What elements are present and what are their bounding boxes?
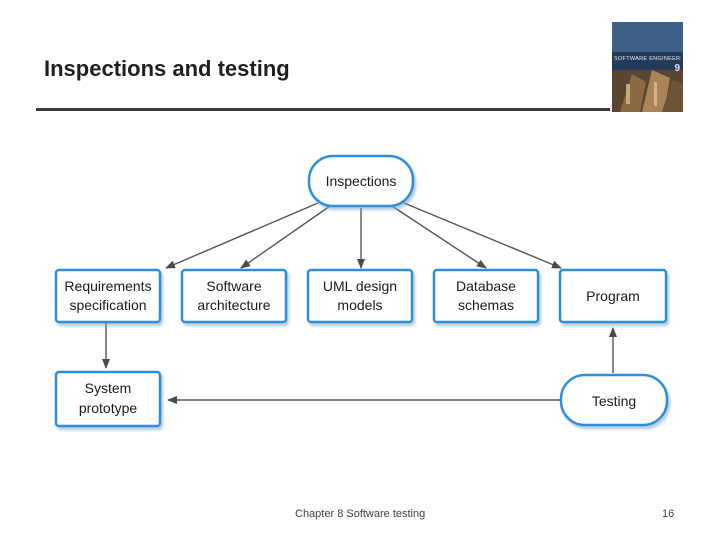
node-program: Program: [558, 268, 668, 324]
arrow-inspections-to-program: [403, 202, 562, 269]
node-system-prototype: System prototype: [54, 370, 162, 428]
arrow-inspections-to-database: [391, 205, 487, 269]
node-prototype-line1: System: [85, 380, 132, 396]
slide-title: Inspections and testing: [44, 56, 290, 81]
book-cover-image: SOFTWARE ENGINEERING 9: [612, 22, 683, 112]
node-software-architecture: Software architecture: [180, 268, 288, 324]
node-database-line2: schemas: [458, 297, 514, 313]
arrow-inspections-to-requirements: [165, 202, 319, 269]
node-inspections-label: Inspections: [326, 173, 397, 189]
node-uml-line2: models: [337, 297, 382, 313]
book-cover-title: SOFTWARE ENGINEERING: [614, 56, 681, 62]
node-prototype-line2: prototype: [79, 400, 138, 416]
node-architecture-line1: Software: [206, 278, 261, 294]
footer-chapter-text: Chapter 8 Software testing: [295, 508, 426, 520]
page-number: 16: [662, 508, 675, 520]
book-cover-edition: 9: [674, 63, 680, 74]
node-architecture-line2: architecture: [197, 297, 270, 313]
node-program-label: Program: [586, 288, 640, 304]
node-testing: Testing: [559, 373, 669, 427]
connectors: [102, 202, 617, 404]
node-testing-label: Testing: [592, 393, 636, 409]
title-divider: [36, 108, 610, 111]
node-requirements-specification: Requirements specification: [54, 268, 162, 324]
node-uml-line1: UML design: [323, 278, 397, 294]
book-cover-art: [612, 22, 683, 112]
node-requirements-line1: Requirements: [64, 278, 151, 294]
node-database-line1: Database: [456, 278, 516, 294]
arrow-inspections-to-architecture: [240, 205, 331, 269]
node-requirements-line2: specification: [69, 297, 146, 313]
node-uml-design-models: UML design models: [306, 268, 414, 324]
node-inspections: Inspections: [307, 154, 415, 208]
node-database-schemas: Database schemas: [432, 268, 540, 324]
